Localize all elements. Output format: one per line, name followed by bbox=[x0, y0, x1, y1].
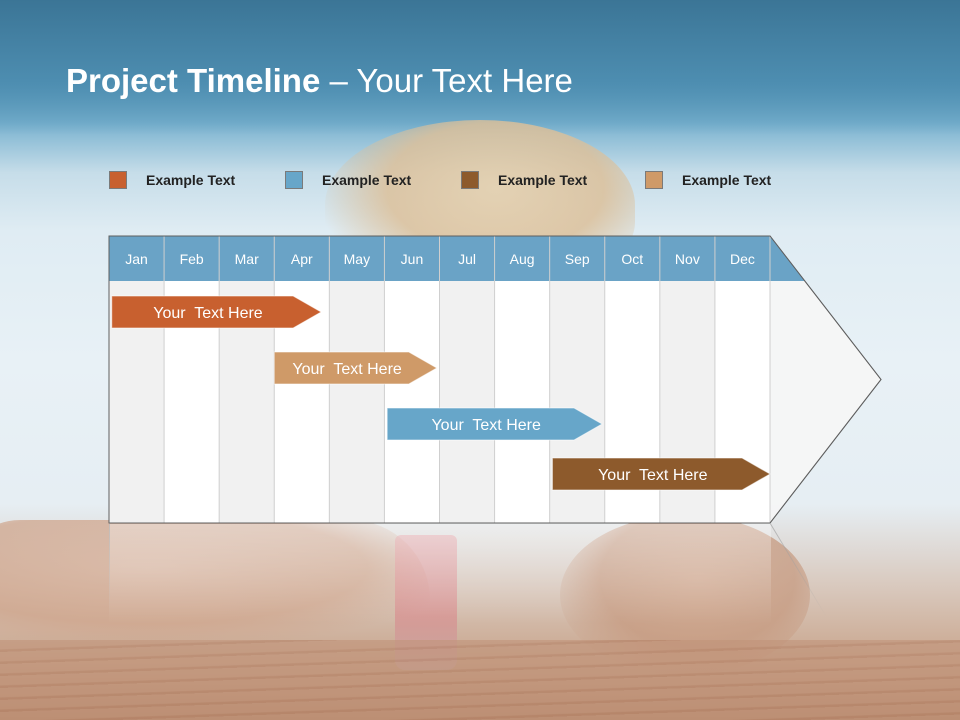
month-column bbox=[439, 281, 495, 523]
month-label: Sep bbox=[565, 251, 590, 267]
title-subtitle: – Your Text Here bbox=[320, 62, 573, 99]
month-column bbox=[494, 281, 550, 523]
legend-swatch bbox=[461, 171, 479, 189]
month-label: May bbox=[344, 251, 370, 267]
timeline-arrow-outline bbox=[108, 235, 882, 524]
month-header-strip bbox=[109, 236, 805, 281]
task-label: Your Text Here bbox=[153, 305, 263, 322]
legend-swatch bbox=[285, 171, 303, 189]
month-label: Mar bbox=[235, 251, 259, 267]
task-label: Your Text Here bbox=[292, 361, 402, 378]
task-arrow bbox=[273, 351, 438, 385]
timeline-reflection bbox=[109, 524, 771, 624]
legend-swatch bbox=[645, 171, 663, 189]
month-label: Oct bbox=[621, 251, 643, 267]
month-label: Nov bbox=[675, 251, 700, 267]
month-label: Aug bbox=[510, 251, 535, 267]
month-label: Jul bbox=[458, 251, 476, 267]
legend-label: Example Text bbox=[498, 172, 588, 188]
title-band bbox=[0, 0, 960, 135]
legend-label: Example Text bbox=[146, 172, 236, 188]
month-column bbox=[329, 281, 385, 523]
legend-label: Example Text bbox=[682, 172, 772, 188]
month-label: Dec bbox=[730, 251, 755, 267]
title-bold: Project Timeline bbox=[66, 62, 321, 99]
task-arrow bbox=[551, 457, 772, 491]
background-arm-image bbox=[0, 520, 430, 640]
month-label: Jan bbox=[125, 251, 148, 267]
reflection-line bbox=[109, 524, 110, 614]
legend-label: Example Text bbox=[322, 172, 412, 188]
page-title: Project Timeline – Your Text Here bbox=[66, 60, 573, 102]
month-column bbox=[384, 281, 440, 523]
task-label: Your Text Here bbox=[598, 467, 708, 484]
month-label: Jun bbox=[401, 251, 424, 267]
task-arrow bbox=[386, 407, 604, 441]
month-label: Apr bbox=[291, 251, 313, 267]
background-deck-image bbox=[0, 640, 960, 720]
task-label: Your Text Here bbox=[431, 417, 541, 434]
month-label: Feb bbox=[180, 251, 204, 267]
task-arrow bbox=[111, 295, 323, 329]
legend-swatch bbox=[109, 171, 127, 189]
